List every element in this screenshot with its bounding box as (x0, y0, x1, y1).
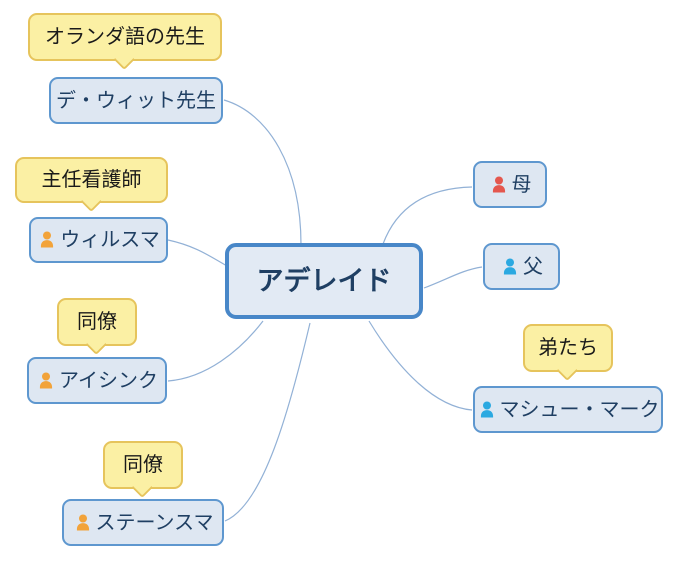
callout-colleague-2[interactable]: 同僚 (103, 441, 183, 489)
callout-head-nurse[interactable]: 主任看護師 (15, 157, 168, 203)
node-label: アイシンク (59, 369, 158, 392)
callout-brothers[interactable]: 弟たち (523, 324, 613, 372)
edge-father (423, 266, 483, 289)
node-label: 父 (523, 255, 543, 278)
person-orange-icon (37, 230, 57, 250)
person-red-icon (489, 175, 509, 195)
callout-label: オランダ語の先生 (45, 26, 205, 48)
callout-dutch-teacher[interactable]: オランダ語の先生 (28, 13, 222, 61)
node-label: ステーンスマ (95, 511, 214, 534)
topic-node-steensma[interactable]: ステーンスマ (62, 499, 224, 546)
topic-node-matthew-mark[interactable]: マシュー・マーク (473, 386, 663, 433)
edge-steensma (224, 322, 311, 522)
node-label: 母 (511, 173, 532, 196)
node-label: デ・ウィット先生 (56, 89, 216, 112)
edge-aisink (167, 320, 264, 382)
callout-label: 弟たち (538, 337, 598, 359)
node-label: ウィルスマ (60, 229, 160, 251)
topic-node-dewitt[interactable]: デ・ウィット先生 (49, 77, 223, 124)
node-label: アデレイド (256, 265, 392, 296)
topic-node-father[interactable]: 父 (483, 243, 560, 290)
callout-label: 主任看護師 (41, 169, 142, 191)
person-blue-icon (477, 400, 497, 420)
topic-node-mother[interactable]: 母 (473, 161, 547, 208)
callout-colleague-1[interactable]: 同僚 (57, 298, 137, 346)
topic-node-wilsma[interactable]: ウィルスマ (29, 217, 168, 263)
callout-label: 同僚 (123, 454, 163, 476)
topic-node-aisink[interactable]: アイシンク (27, 357, 167, 404)
person-orange-icon (73, 513, 93, 533)
edge-dewitt (223, 99, 302, 246)
node-label: マシュー・マーク (499, 398, 660, 421)
central-topic-node[interactable]: アデレイド (225, 243, 423, 319)
person-blue-icon (500, 257, 520, 277)
callout-label: 同僚 (77, 311, 117, 333)
edge-wilsma (167, 239, 228, 267)
person-orange-icon (36, 371, 56, 391)
edge-matthew (368, 320, 473, 411)
edge-mother (382, 186, 473, 245)
